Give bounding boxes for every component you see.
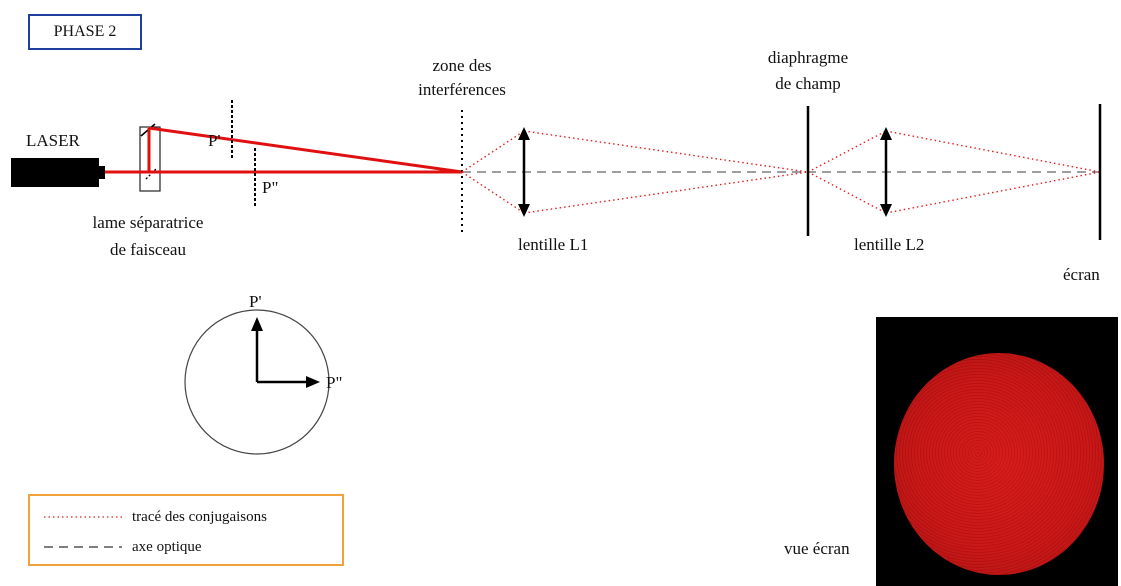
lens-l2: [880, 127, 892, 217]
mirror-bottom: [145, 167, 158, 180]
laser-label: LASER: [26, 131, 80, 150]
lens-l2-label: lentille L2: [854, 235, 925, 254]
phase-title-box: PHASE 2: [28, 14, 142, 50]
legend-box: tracé des conjugaisons axe optique: [28, 494, 344, 566]
polarization-arrows: [251, 317, 320, 388]
screen-spot: [894, 353, 1104, 575]
field-stop-label-2: de champ: [775, 74, 841, 93]
polarization-p-prime-label: P': [249, 292, 262, 311]
polarization-p-double-label: P": [326, 373, 343, 392]
legend-dashed-label: axe optique: [132, 539, 202, 555]
conjugation-traces-1: [461, 130, 809, 214]
beam-deflected: [148, 126, 463, 174]
screen-label: écran: [1063, 265, 1100, 284]
conjugation-traces-2: [807, 130, 1101, 214]
beam-splitter-label-2: de faisceau: [110, 240, 186, 259]
lens-l1-label: lentille L1: [518, 235, 589, 254]
p-prime-label: P': [208, 131, 221, 150]
laser-body: [11, 158, 99, 187]
screen-view-image: [876, 317, 1118, 586]
legend-dotted-label: tracé des conjugaisons: [132, 509, 267, 525]
screen-view-label: vue écran: [784, 539, 850, 558]
field-stop-label-1: diaphragme: [767, 48, 849, 67]
phase-title: PHASE 2: [53, 23, 117, 40]
beam-splitter-label-1: lame séparatrice: [92, 213, 204, 232]
lens-l1: [518, 127, 530, 217]
interference-label-1: zone des: [432, 56, 492, 75]
laser-nozzle: [99, 166, 105, 179]
interference-label-2: interférences: [418, 80, 506, 99]
polarization-circle: [184, 309, 330, 455]
p-double-label: P": [262, 178, 279, 197]
